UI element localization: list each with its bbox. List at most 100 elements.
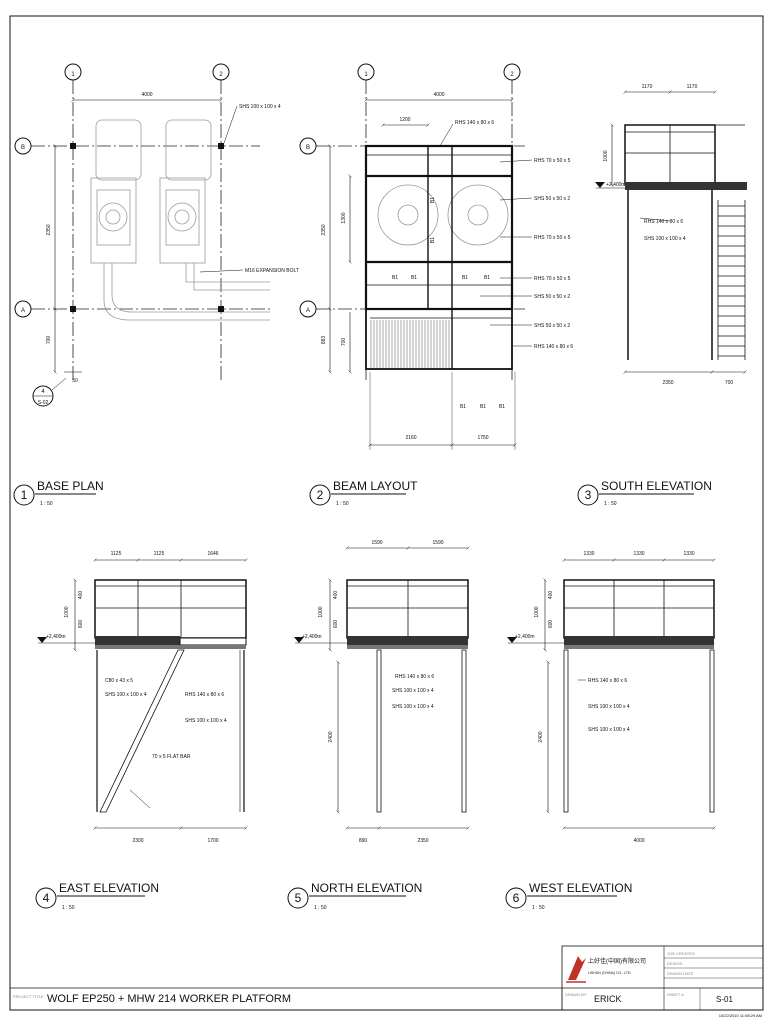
member-label: RHS 140 x 80 x 6 [455,120,494,126]
grid-bubble-b: B [14,137,32,155]
grid-label: B [21,145,25,151]
leader-line [639,217,671,222]
platform-beam [347,645,468,649]
view-title-6: 6 WEST ELEVATION 1 : 50 [505,881,632,911]
dim-700-text: 700 [341,338,347,347]
dim-top-text: 4000 [433,92,444,98]
view-scale: 1 : 50 [604,501,617,507]
dim-side: 600 [78,620,84,629]
view-number: 2 [317,488,324,502]
dim-side: 1000 [318,606,324,617]
project-label: PROJECT TITLE [13,994,44,999]
guardrail [94,579,247,639]
design-label: DESIGN [667,961,682,966]
dim-1300-text: 1300 [341,212,347,223]
leader-line [223,105,238,144]
base-plan-view: 1 2 B A 4000 2350 700 50 [14,63,299,407]
dim-883-text: 883 [321,336,327,345]
view-title: EAST ELEVATION [59,881,159,895]
column-marker [70,306,76,312]
level-marker: +2,400m [294,634,347,644]
view-title: BASE PLAN [37,479,104,493]
member-label: SHS 100 x 100 x 4 [588,727,630,733]
member-label: RHS 70 x 50 x 5 [534,235,571,241]
view-title-5: 5 NORTH ELEVATION 1 : 50 [287,881,422,911]
platform-beam [564,636,714,645]
member-label: 70 x 5 FLAT BAR [152,754,191,760]
stair-stringer [99,649,185,813]
member-label: SHS 100 x 100 x 4 [392,688,434,694]
column-marker [70,143,76,149]
view-scale: 1 : 50 [314,905,327,911]
grid-bubble-1: 1 [64,63,82,81]
dim-top: 1646 [207,551,218,557]
b1-label: B1 [480,404,486,410]
dim-side: 1000 [64,606,70,617]
view-number: 3 [585,488,592,502]
level-text: +2,400m [302,634,322,640]
dim-height: 2400 [538,731,544,742]
dim-bottom: 1700 [207,838,218,844]
view-title: BEAM LAYOUT [333,479,418,493]
member-label: C80 x 43 x 5 [105,678,133,684]
grid-label: 2 [219,72,223,78]
member-label: SHS 100 x 100 x 4 [392,704,434,710]
view-scale: 1 : 50 [40,501,53,507]
grid-label: 1 [364,72,368,78]
dim-bottom: 890 [359,838,368,844]
view-title-2: 2 BEAM LAYOUT 1 : 50 [309,479,418,507]
dim-side-text: 2350 [46,224,52,235]
sheet-border [9,15,764,1011]
dim-1200-text: 1200 [399,117,410,123]
member-label: SHS 100 x 100 x 4 [105,692,147,698]
b1-label: B1 [411,275,417,281]
view-title-1: 1 BASE PLAN 1 : 50 [13,479,104,507]
grid-label: 1 [71,72,75,78]
view-scale: 1 : 50 [62,905,75,911]
company-name-en: LISHUN (CHINA) CO., LTD [588,971,631,975]
dim-side-text: 2350 [321,224,327,235]
level-marker: +2,400m [595,182,626,189]
drawn-by-label: DRAWN BY [565,992,587,997]
member-label: SHS 100 x 100 x 4 [588,704,630,710]
grid-bubble-1: 1 [357,63,375,81]
member-callouts: RHS 140 x 80 x 6 RHS 70 x 50 x 5 SHS 50 … [439,120,573,350]
south-elevation-view: 1170 1170 1000 +2,400m RHS 140 x 80 x 6 … [595,84,747,386]
member-label: SHS 50 x 50 x 2 [534,294,570,300]
drawn-by: ERICK [594,994,622,1004]
dim-top: 1330 [633,551,644,557]
guardrail [624,124,745,186]
column-post [563,649,569,813]
member-label: RHS 140 x 80 x 6 [395,674,434,680]
member-label: SHS 100 x 100 x 4 [185,718,227,724]
rhs-callout: RHS 140 x 80 x 6 [644,219,683,225]
b1-label: B1 [392,275,398,281]
b1-label: B1 [499,404,505,410]
b1-label: B1 [460,404,466,410]
dim-side: 1000 [534,606,540,617]
job-label: JOB CREATED [667,951,695,956]
dim-bottom-1: 2350 [662,380,673,386]
view-number: 4 [43,891,50,905]
platform-beam [625,182,747,190]
grating-hatch [370,320,450,368]
level-marker: +2,400m [37,634,95,644]
dim-top-2: 1170 [687,84,698,90]
view-title: SOUTH ELEVATION [601,479,712,493]
dim-height: 1000 [603,150,609,161]
dim-top-1: 1170 [642,84,653,90]
member-label: RHS 140 x 80 x 6 [534,344,573,350]
grid-label: A [21,308,25,314]
view-title-4: 4 EAST ELEVATION 1 : 50 [35,881,159,911]
shs-callout: SHS 100 x 100 x 4 [239,104,281,110]
column-post [709,649,715,813]
grid-label: A [306,308,310,314]
dim-side: 400 [78,591,84,600]
b1-label: B1 [430,237,436,243]
view-scale: 1 : 50 [336,501,349,507]
company-name-cn: 上好佳(中国)有限公司 [588,957,646,965]
grid-bubble-2: 2 [212,63,230,81]
title-block: 上好佳(中国)有限公司 LISHUN (CHINA) CO., LTD JOB … [10,945,764,1018]
dim-bottom: 4000 [633,838,644,844]
